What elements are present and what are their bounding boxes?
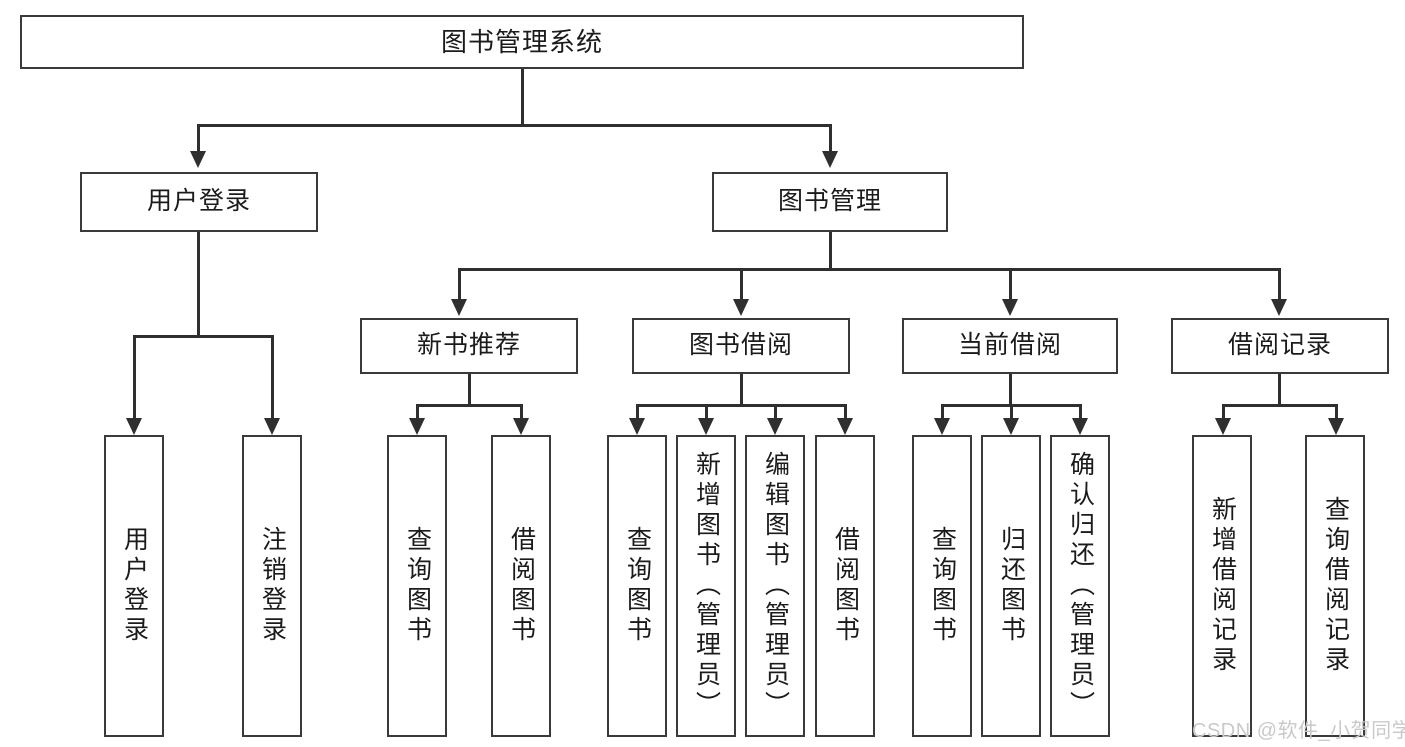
connector-root-bar xyxy=(197,124,831,127)
leaf-new-book-borrow-label: 借阅图书 xyxy=(507,526,536,646)
arrow-borrow-record-leaf-1 xyxy=(1215,418,1231,435)
node-root-label: 图书管理系统 xyxy=(440,26,603,57)
connector-borrow-book-bar xyxy=(636,404,846,407)
connector-new-book-leaf-2 xyxy=(520,404,523,418)
connector-book-mgmt-to-borrow-record xyxy=(1278,268,1281,299)
connector-book-mgmt-to-borrow-book xyxy=(740,268,743,299)
leaf-new-book-query[interactable]: 查询图书 xyxy=(387,435,447,737)
connector-borrow-record-stem xyxy=(1278,374,1281,406)
arrow-new-book-leaf-2 xyxy=(513,418,529,435)
arrow-borrow-book-leaf-1 xyxy=(629,418,645,435)
connector-new-book-bar xyxy=(416,404,522,407)
connector-book-mgmt-stem xyxy=(829,232,832,270)
connector-borrow-book-stem xyxy=(740,374,743,406)
connector-user-login-stem xyxy=(197,232,200,337)
node-root-book-management-system[interactable]: 图书管理系统 xyxy=(20,15,1024,69)
connector-borrow-book-leaf-4 xyxy=(844,404,847,418)
leaf-borrow-record-query[interactable]: 查询借阅记录 xyxy=(1305,435,1365,737)
connector-current-borrow-stem xyxy=(1009,374,1012,406)
leaf-borrow-book-borrow[interactable]: 借阅图书 xyxy=(815,435,875,737)
arrow-borrow-book-leaf-3 xyxy=(767,418,783,435)
node-borrow-record[interactable]: 借阅记录 xyxy=(1171,318,1389,374)
leaf-borrow-book-add[interactable]: 新增图书（管理员） xyxy=(676,435,736,737)
connector-current-borrow-leaf-3 xyxy=(1079,404,1082,418)
arrow-new-book-leaf-1 xyxy=(409,418,425,435)
leaf-borrow-book-query-label: 查询图书 xyxy=(623,526,652,646)
node-book-borrow-label: 图书借阅 xyxy=(688,331,793,360)
connector-borrow-book-leaf-1 xyxy=(636,404,639,418)
arrow-root-to-user-login xyxy=(190,151,206,168)
arrow-current-borrow-leaf-1 xyxy=(934,418,950,435)
leaf-new-book-query-label: 查询图书 xyxy=(403,526,432,646)
arrow-book-mgmt-to-current-borrow xyxy=(1002,299,1018,316)
arrow-borrow-record-leaf-2 xyxy=(1328,418,1344,435)
connector-book-mgmt-to-new-book xyxy=(458,268,461,299)
leaf-borrow-record-add[interactable]: 新增借阅记录 xyxy=(1192,435,1252,737)
leaf-user-login-logout-label: 注销登录 xyxy=(258,526,287,646)
connector-user-login-leaf-1 xyxy=(133,335,136,418)
connector-borrow-record-bar xyxy=(1222,404,1337,407)
leaf-current-borrow-return[interactable]: 归还图书 xyxy=(981,435,1041,737)
connector-borrow-book-leaf-2 xyxy=(705,404,708,418)
connector-current-borrow-leaf-1 xyxy=(941,404,944,418)
arrow-user-login-leaf-2 xyxy=(264,418,280,435)
connector-user-login-bar xyxy=(133,335,273,338)
leaf-current-borrow-query[interactable]: 查询图书 xyxy=(912,435,972,737)
leaf-borrow-book-borrow-label: 借阅图书 xyxy=(831,526,860,646)
arrow-book-mgmt-to-new-book xyxy=(451,299,467,316)
connector-new-book-leaf-1 xyxy=(416,404,419,418)
leaf-user-login-login-label: 用户登录 xyxy=(120,526,149,646)
leaf-borrow-record-add-label: 新增借阅记录 xyxy=(1208,496,1237,676)
connector-borrow-record-leaf-2 xyxy=(1335,404,1338,418)
leaf-borrow-record-query-label: 查询借阅记录 xyxy=(1321,496,1350,676)
connector-book-mgmt-bar xyxy=(458,268,1280,271)
leaf-current-borrow-confirm-return-label: 确认归还（管理员） xyxy=(1066,451,1095,721)
node-new-book-recommend[interactable]: 新书推荐 xyxy=(360,318,578,374)
connector-root-to-book-mgmt xyxy=(829,124,832,151)
arrow-user-login-leaf-1 xyxy=(126,418,142,435)
node-book-borrow[interactable]: 图书借阅 xyxy=(632,318,850,374)
node-new-book-recommend-label: 新书推荐 xyxy=(416,331,521,360)
leaf-current-borrow-confirm-return[interactable]: 确认归还（管理员） xyxy=(1050,435,1110,737)
connector-book-mgmt-to-current-borrow xyxy=(1009,268,1012,299)
arrow-borrow-book-leaf-4 xyxy=(837,418,853,435)
leaf-borrow-book-query[interactable]: 查询图书 xyxy=(607,435,667,737)
arrow-current-borrow-leaf-2 xyxy=(1003,418,1019,435)
connector-current-borrow-leaf-2 xyxy=(1010,404,1013,418)
connector-borrow-book-leaf-3 xyxy=(774,404,777,418)
leaf-borrow-book-edit-label: 编辑图书（管理员） xyxy=(761,451,790,721)
leaf-current-borrow-query-label: 查询图书 xyxy=(928,526,957,646)
node-borrow-record-label: 借阅记录 xyxy=(1227,331,1332,360)
leaf-user-login-login[interactable]: 用户登录 xyxy=(104,435,164,737)
node-book-management[interactable]: 图书管理 xyxy=(712,172,948,232)
leaf-current-borrow-return-label: 归还图书 xyxy=(997,526,1026,646)
arrow-current-borrow-leaf-3 xyxy=(1072,418,1088,435)
leaf-user-login-logout[interactable]: 注销登录 xyxy=(242,435,302,737)
connector-borrow-record-leaf-1 xyxy=(1222,404,1225,418)
arrow-book-mgmt-to-borrow-book xyxy=(733,299,749,316)
connector-root-to-user-login xyxy=(197,124,200,151)
connector-root-stem xyxy=(521,68,524,125)
node-current-borrow-label: 当前借阅 xyxy=(957,331,1062,360)
connector-user-login-leaf-2 xyxy=(271,335,274,418)
arrow-book-mgmt-to-borrow-record xyxy=(1271,299,1287,316)
node-current-borrow[interactable]: 当前借阅 xyxy=(902,318,1118,374)
leaf-new-book-borrow[interactable]: 借阅图书 xyxy=(491,435,551,737)
connector-new-book-stem xyxy=(468,374,471,406)
arrow-borrow-book-leaf-2 xyxy=(698,418,714,435)
arrow-root-to-book-mgmt xyxy=(822,151,838,168)
leaf-borrow-book-edit[interactable]: 编辑图书（管理员） xyxy=(745,435,805,737)
node-book-management-label: 图书管理 xyxy=(777,187,882,216)
node-user-login[interactable]: 用户登录 xyxy=(80,172,318,232)
node-user-login-label: 用户登录 xyxy=(146,187,251,216)
leaf-borrow-book-add-label: 新增图书（管理员） xyxy=(692,451,721,721)
